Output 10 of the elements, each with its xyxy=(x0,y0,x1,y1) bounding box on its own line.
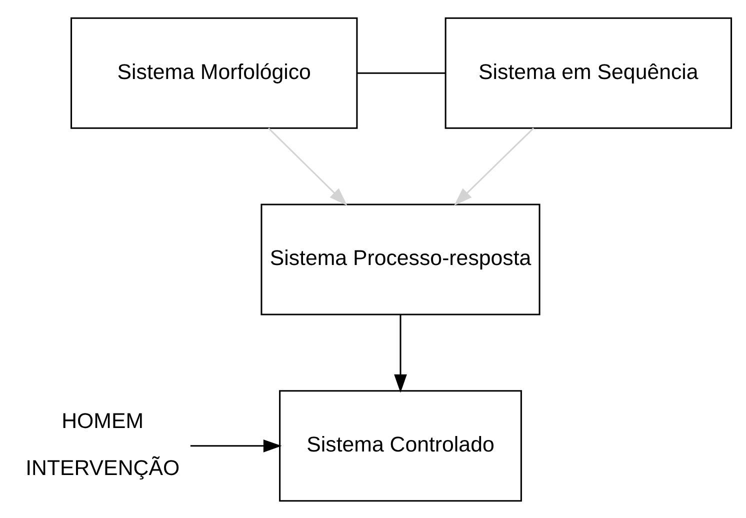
node-box: Sistema Morfológico xyxy=(70,16,358,128)
node-box: Sistema Processo-resposta xyxy=(260,203,540,315)
node-box: Sistema Controlado xyxy=(279,390,522,502)
node-box: Sistema em Sequência xyxy=(444,16,732,128)
node-text: HOMEM INTERVENÇÃO xyxy=(26,408,180,480)
connector xyxy=(357,72,446,74)
arrow xyxy=(454,127,534,206)
arrow xyxy=(394,314,407,392)
arrow xyxy=(190,438,282,452)
arrow xyxy=(268,127,348,206)
